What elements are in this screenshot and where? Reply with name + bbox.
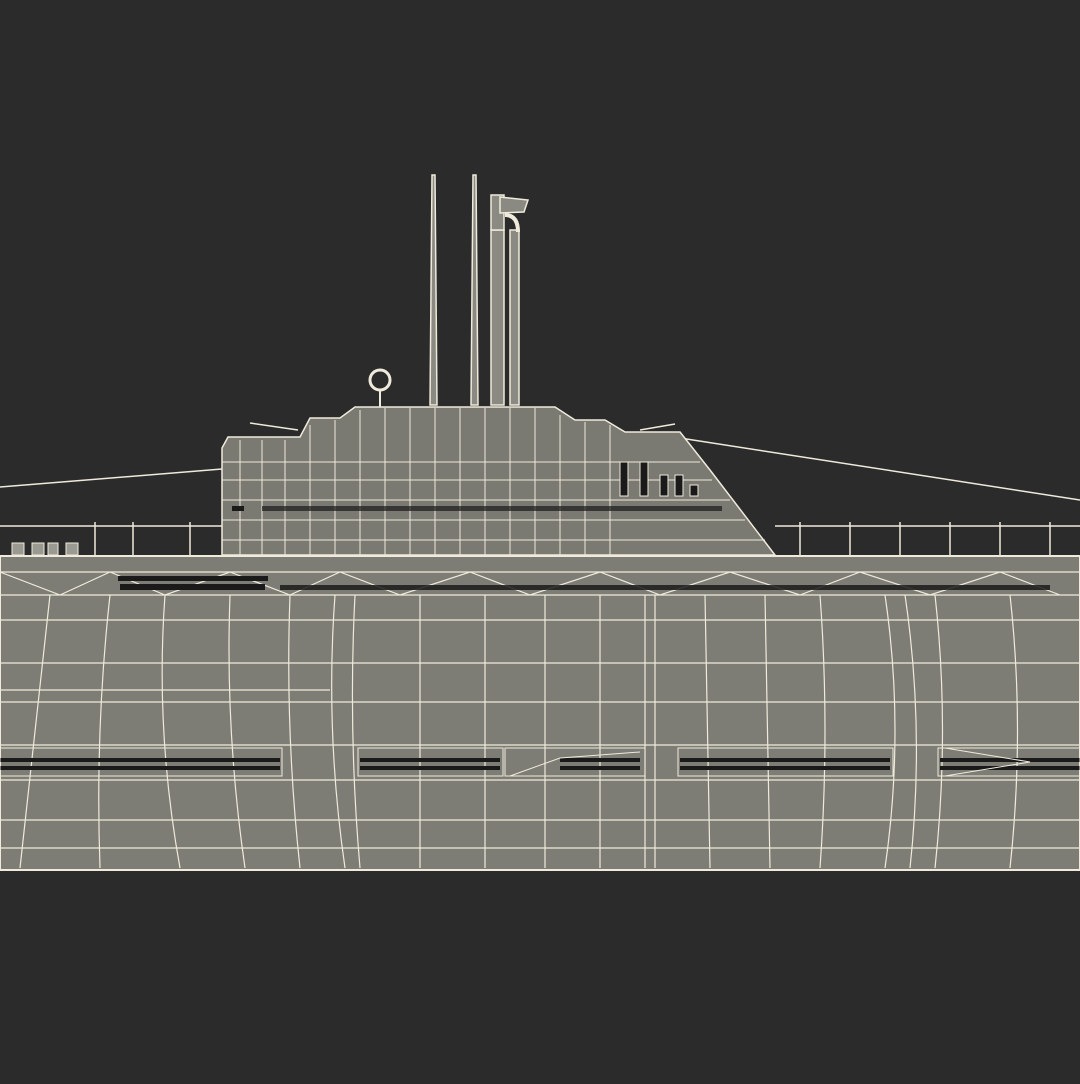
deck-rail (0, 522, 1080, 556)
bollards (11, 542, 79, 556)
hull-slots (0, 576, 1080, 770)
hull-number-glyphs (619, 461, 699, 497)
sail-windows (232, 506, 722, 511)
antenna-wires (0, 422, 1080, 501)
sail (221, 406, 777, 556)
slot-frames (0, 747, 1080, 777)
hull (0, 555, 1080, 871)
masts (368, 174, 530, 408)
